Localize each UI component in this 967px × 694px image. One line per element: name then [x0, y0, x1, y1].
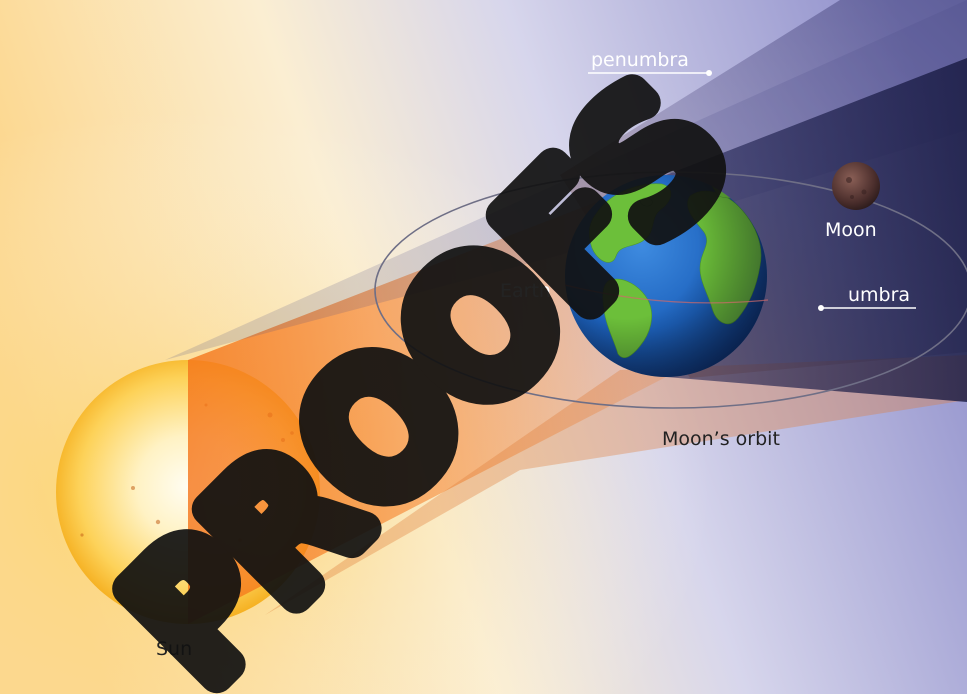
- umbra-leader-dot: [818, 305, 824, 311]
- earth-equator-line: [564, 284, 769, 304]
- moons-orbit-label: Moon’s orbit: [662, 428, 780, 450]
- moon-craters: [846, 177, 867, 199]
- sun-label: Sun: [156, 638, 192, 660]
- moon-orbit-back: [374, 171, 967, 291]
- light-cone: [188, 175, 666, 624]
- moon-label: Moon: [825, 219, 877, 241]
- penumbra-lower-band: [265, 355, 967, 615]
- umbra-label: umbra: [848, 284, 910, 306]
- penumbra-label: penumbra: [591, 49, 689, 71]
- moon: [832, 162, 880, 210]
- earth-label: Earth: [500, 280, 551, 302]
- moon-orbit-front: [374, 289, 967, 409]
- penumbra-leader-dot: [706, 70, 712, 76]
